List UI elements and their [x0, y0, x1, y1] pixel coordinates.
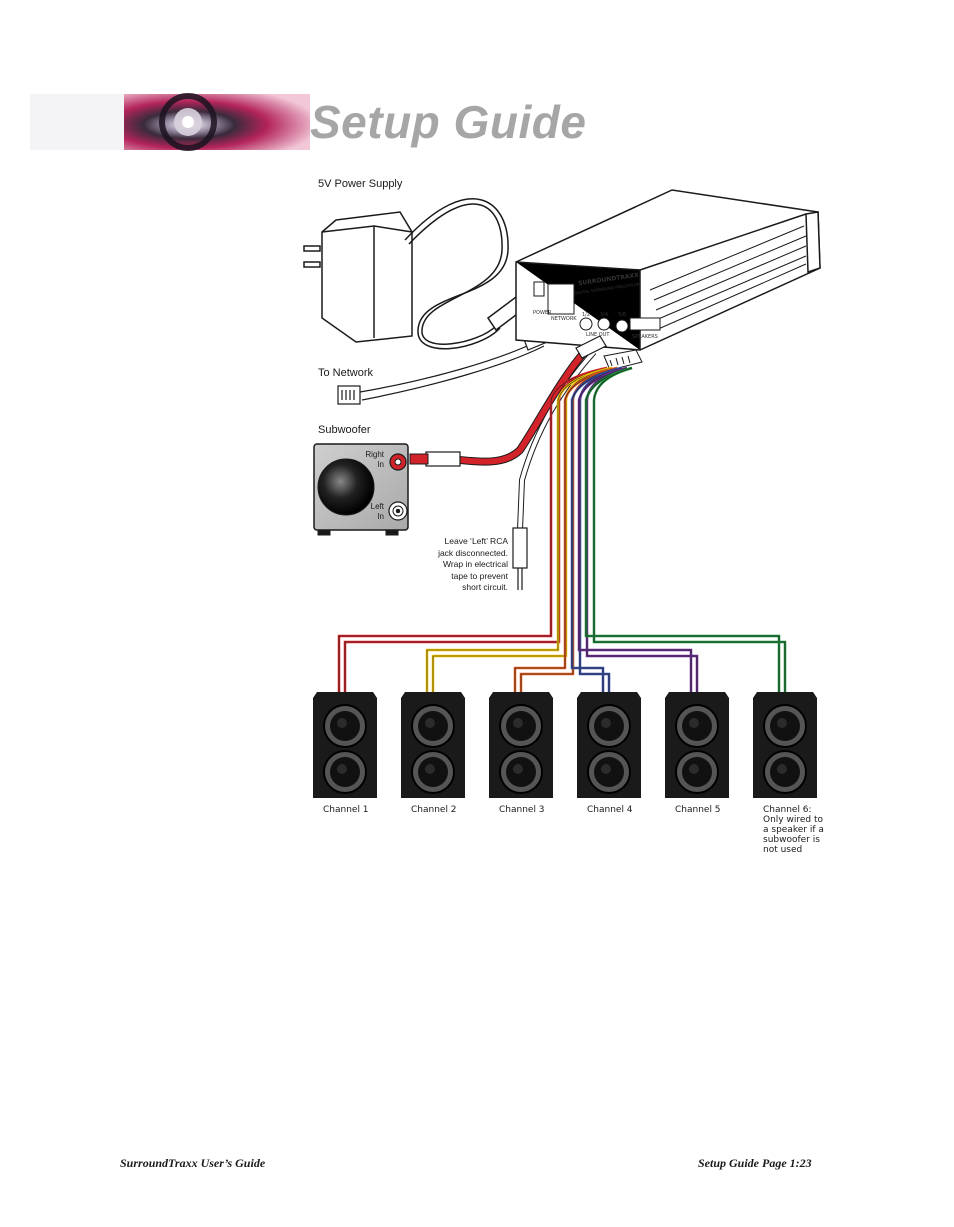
port-label-12: 1/2 [582, 312, 591, 318]
speaker-dust-cap [777, 718, 787, 728]
left-in-line-1: Left [370, 502, 384, 511]
note-line-1: Leave ‘Left’ RCA [444, 536, 508, 546]
channel-4-line-1: Channel 4 [587, 805, 633, 815]
speaker-dust-cap [513, 718, 523, 728]
channel-5-line-1: Channel 5 [675, 805, 721, 815]
power-supply-label: 5V Power Supply [318, 178, 403, 190]
note-line-4: tape to prevent [451, 570, 508, 581]
channel-3-label: Channel 3 [499, 805, 545, 815]
speaker-dust-cap [689, 718, 699, 728]
port-label-56: 5/6 [618, 312, 627, 318]
channel-2-label: Channel 2 [411, 805, 457, 815]
right-in-line-2: In [377, 460, 384, 469]
speaker-dust-cap [689, 764, 699, 774]
surroundtraxx-device [515, 189, 821, 351]
left-in-label: Left In [360, 502, 384, 522]
speaker-wires [337, 366, 787, 692]
channel-4-label: Channel 4 [587, 805, 633, 815]
speaker-dust-cap [425, 764, 435, 774]
port-label-line-out: LINE OUT [586, 332, 610, 338]
channel-6-line-3: a speaker if a [763, 825, 824, 835]
speaker-dust-cap [601, 718, 611, 728]
speaker-wire-outline [520, 367, 618, 692]
channel-6-label: Channel 6: Only wired to a speaker if a … [763, 805, 824, 855]
right-in-label: Right In [360, 450, 384, 470]
port-label-34: 3/4 [600, 312, 609, 318]
speaker-wire-3 [513, 366, 618, 692]
footer-page-number: Setup Guide Page 1:23 [698, 1156, 812, 1170]
speaker-dust-cap [777, 764, 787, 774]
speaker-dust-cap [337, 718, 347, 728]
speaker-wire-6 [584, 366, 781, 692]
power-supply-icon [303, 198, 553, 350]
channel-1-label: Channel 1 [323, 805, 369, 815]
channel-5-label: Channel 5 [675, 805, 721, 815]
left-jack-note: Leave ‘Left’ RCA jack disconnected. Wrap… [412, 536, 508, 594]
speaker-3 [489, 692, 553, 798]
speaker-2 [401, 692, 465, 798]
speaker-1 [313, 692, 377, 798]
left-in-line-2: In [377, 512, 384, 521]
channel-2-line-1: Channel 2 [411, 805, 457, 815]
page-title: Setup Guide [310, 96, 587, 148]
speaker-5 [665, 692, 729, 798]
speaker-wire-5 [577, 366, 693, 692]
speaker-wire-outline [578, 367, 692, 692]
speaker-dust-cap [337, 764, 347, 774]
port-label-network: NETWORK [551, 316, 577, 322]
speaker-dust-cap [425, 718, 435, 728]
speaker-wire-outline [586, 367, 698, 692]
channel-6-line-2: Only wired to [763, 815, 823, 825]
speaker-group [313, 692, 817, 798]
speaker-4 [577, 692, 641, 798]
note-line-3: Wrap in electrical [442, 559, 508, 569]
port-label-speakers: SPEAKERS [632, 334, 658, 340]
note-line-5: short circuit. [462, 582, 508, 592]
speaker-terminal-block [603, 349, 643, 371]
speaker-6 [753, 692, 817, 798]
port-label-power: POWER [533, 310, 552, 316]
speaker-wire-6 [592, 366, 787, 692]
subwoofer-icon [313, 443, 409, 536]
note-line-2: jack disconnected. [438, 547, 508, 558]
channel-6-line-5: not used [763, 845, 803, 855]
network-label: To Network [318, 367, 374, 379]
footer-guide-title: SurroundTraxx User’s Guide [120, 1156, 266, 1170]
channel-6-line-1: Channel 6: [763, 805, 812, 815]
speaker-wire-5 [585, 366, 699, 692]
line-out-cable [409, 335, 607, 590]
speaker-wire-outline [585, 367, 780, 692]
channel-3-line-1: Channel 3 [499, 805, 545, 815]
channel-1-line-1: Channel 1 [323, 805, 369, 815]
speaker-wire-3 [519, 366, 618, 692]
speaker-dust-cap [513, 764, 523, 774]
subwoofer-label: Subwoofer [318, 424, 371, 436]
speaker-dust-cap [601, 764, 611, 774]
speaker-wire-outline [593, 367, 786, 692]
right-in-line-1: Right [365, 450, 384, 459]
channel-6-line-4: subwoofer is [763, 835, 820, 845]
header-banner-image [30, 93, 310, 151]
